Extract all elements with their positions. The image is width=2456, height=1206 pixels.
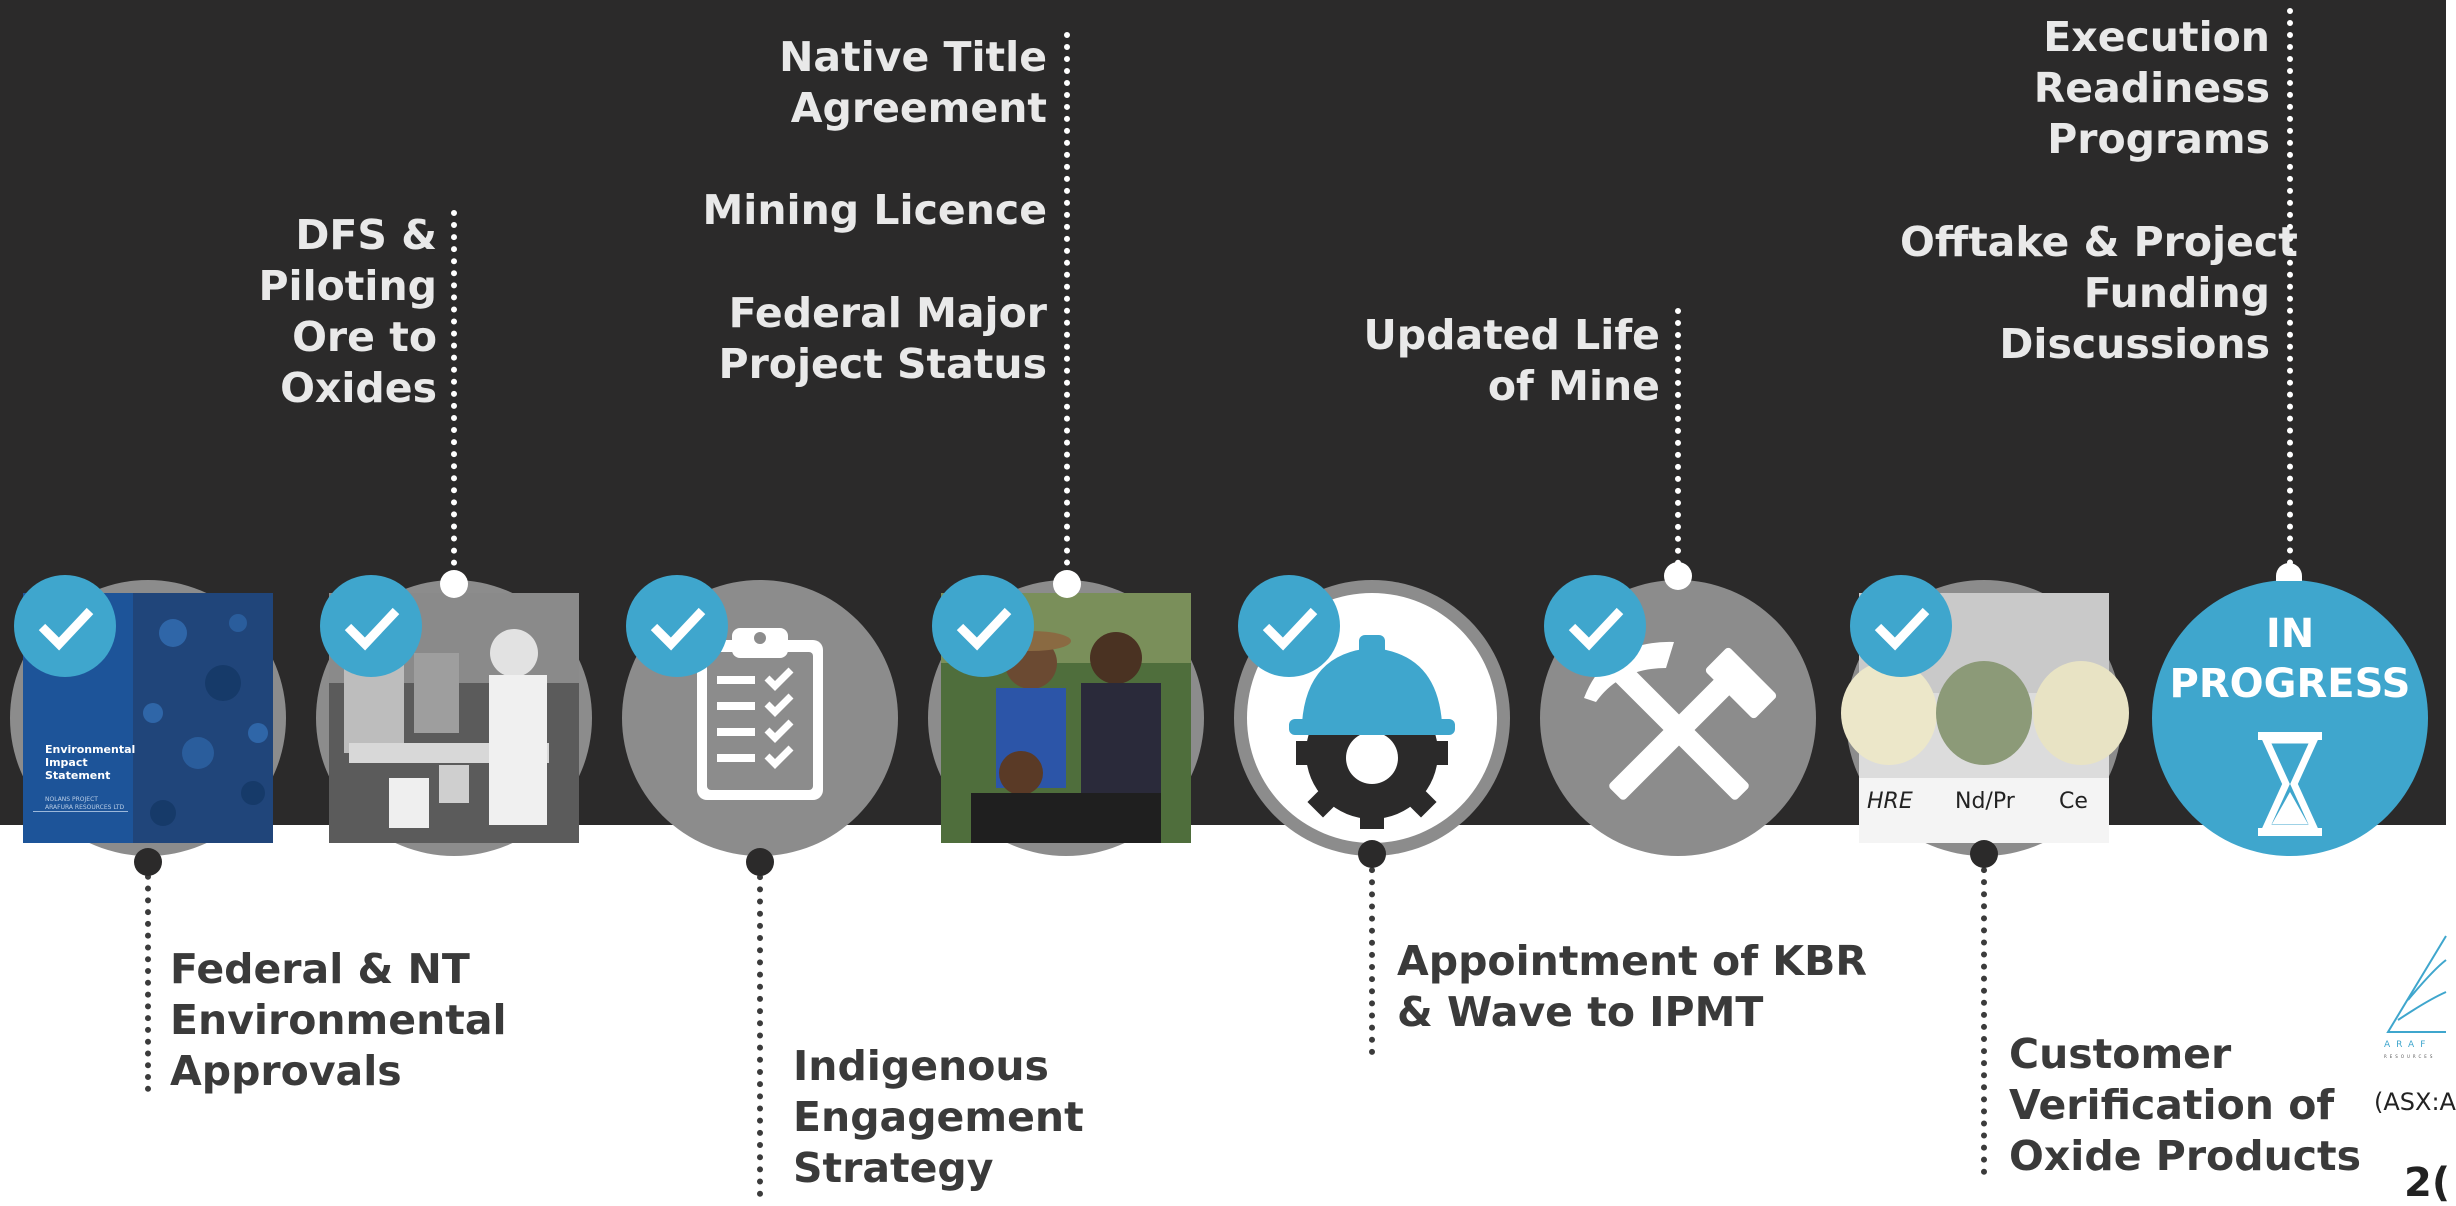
label-customer-verification: Customer Verification of Oxide Products xyxy=(2009,1030,2362,1180)
hammer-pickaxe-icon xyxy=(1584,641,1777,800)
label-environmental-approvals: Federal & NT Environmental Approvals xyxy=(170,945,507,1095)
connector-kbr xyxy=(1369,855,1375,1055)
milestone-circle-kbr-wave xyxy=(1234,580,1510,856)
dot-indigenous xyxy=(746,848,774,876)
logo-wordmark: ARAF xyxy=(2384,1040,2432,1050)
oxide-samples-illustration xyxy=(1841,593,2129,843)
arafura-logo-icon xyxy=(2386,935,2447,1033)
dot-kbr xyxy=(1358,840,1386,868)
checkmark-icon xyxy=(1874,607,1930,651)
milestone-circle-life-of-mine xyxy=(1540,580,1816,856)
connector-native-title xyxy=(1064,32,1070,578)
pilot-plant-illustration xyxy=(329,593,579,843)
connector-customer xyxy=(1981,855,1987,1175)
check-badge-4 xyxy=(932,575,1034,677)
dot-life-of-mine xyxy=(1664,562,1692,590)
pilot-plant-photo xyxy=(329,593,579,843)
check-badge-3 xyxy=(626,575,728,677)
label-kbr-wave: Appointment of KBR & Wave to IPMT xyxy=(1397,937,1867,1036)
status-in: IN xyxy=(2265,611,2315,657)
checkmark-icon xyxy=(956,607,1012,651)
connector-life-of-mine xyxy=(1675,308,1681,578)
label-updated-life-of-mine: Updated Life of Mine xyxy=(1363,311,1660,410)
check-badge-6 xyxy=(1544,575,1646,677)
check-badge-7 xyxy=(1850,575,1952,677)
label-execution-readiness: Execution Readiness Programs xyxy=(2033,13,2270,163)
connector-environmental xyxy=(145,862,151,1092)
dot-native-title xyxy=(1053,570,1081,598)
milestone-circle-in-progress: IN PROGRESS xyxy=(2152,580,2428,856)
dot-environmental xyxy=(134,848,162,876)
checkmark-icon xyxy=(344,607,400,651)
checkmark-icon xyxy=(1568,607,1624,651)
dot-customer xyxy=(1970,840,1998,868)
sample-label-ce: Ce xyxy=(2059,789,2088,814)
eis-subcaption: NOLANS PROJECT ARAFURA RESOURCES LTD xyxy=(45,796,125,811)
dot-execution xyxy=(2276,563,2302,581)
connector-dfs xyxy=(451,210,457,578)
connector-indigenous xyxy=(757,862,763,1197)
checkmark-icon xyxy=(38,607,94,651)
clipboard-checklist-icon xyxy=(697,628,823,800)
asx-ticker: (ASX:A xyxy=(2374,1088,2456,1116)
label-offtake-funding: Offtake & Project Funding Discussions xyxy=(1900,218,2298,368)
check-badge-1 xyxy=(14,575,116,677)
check-badge-2 xyxy=(320,575,422,677)
label-native-title: Native Title Agreement xyxy=(779,33,1047,132)
logo-subtext: RESOURCES xyxy=(2384,1054,2436,1059)
eis-caption: Environmental Impact Statement xyxy=(45,743,136,782)
check-badge-5 xyxy=(1238,575,1340,677)
sample-label-ndpr: Nd/Pr xyxy=(1955,789,2015,814)
label-indigenous-engagement: Indigenous Engagement Strategy xyxy=(793,1042,1084,1192)
hardhat-gear-icon xyxy=(1289,635,1455,829)
label-dfs-piloting: DFS & Piloting Ore to Oxides xyxy=(258,211,437,412)
dot-dfs xyxy=(440,570,468,598)
checkmark-icon xyxy=(1262,607,1318,651)
sample-label-hre: HRE xyxy=(1867,789,1913,814)
hourglass-icon xyxy=(2258,732,2322,836)
hardhat-background xyxy=(1247,593,1497,843)
label-mining-licence: Mining Licence xyxy=(702,186,1048,234)
page-number: 2( xyxy=(2404,1160,2451,1206)
status-progress: PROGRESS xyxy=(2169,661,2411,707)
label-federal-major-project: Federal Major Project Status xyxy=(718,289,1047,388)
milestone-circle-dfs-piloting xyxy=(316,580,592,856)
checkmark-icon xyxy=(650,607,706,651)
connector-execution xyxy=(2287,8,2293,578)
